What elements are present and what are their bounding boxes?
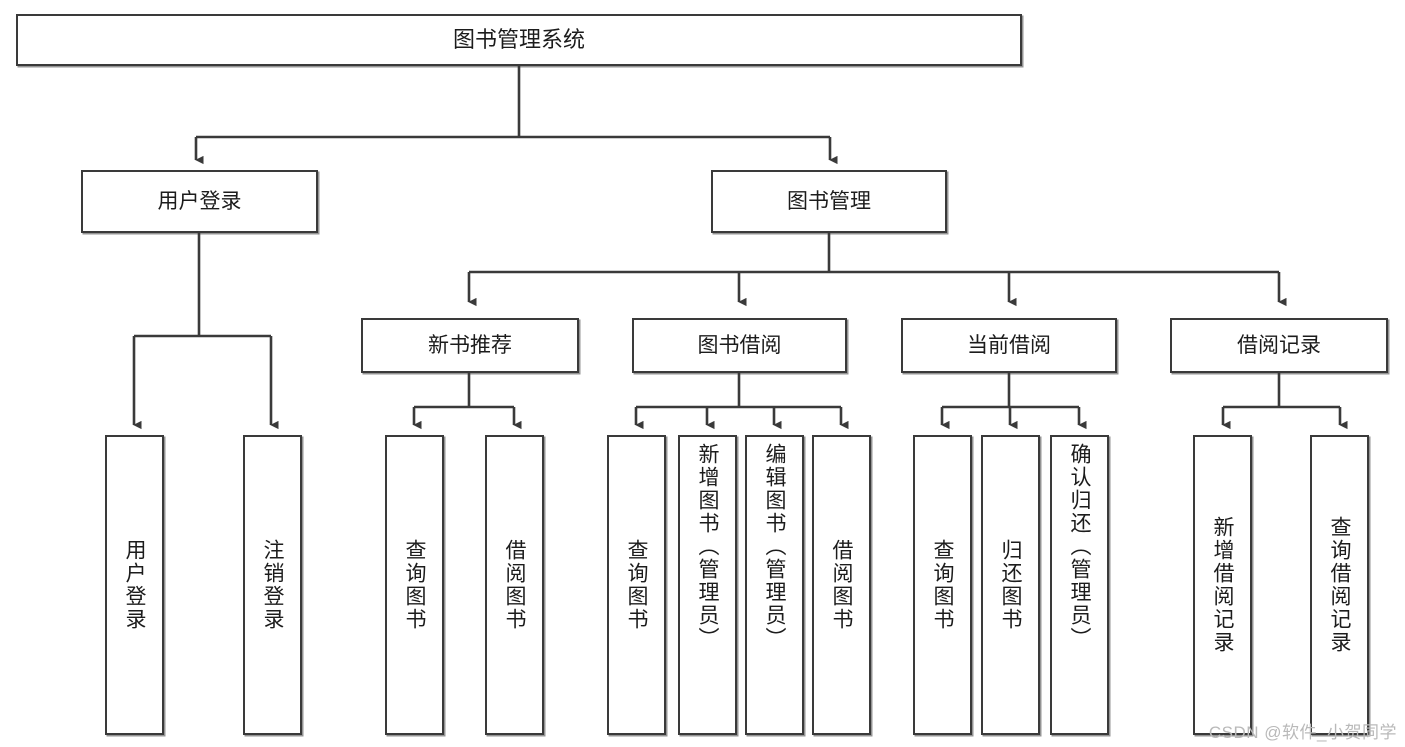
node-label: 用户登录 <box>157 189 242 213</box>
node-label: 查询图书 <box>625 539 649 631</box>
node-leaf-user-login[interactable]: 用户登录 <box>105 435 164 735</box>
node-label: 归还图书 <box>999 539 1023 631</box>
node-leaf-query-record[interactable]: 查询借阅记录 <box>1310 435 1369 735</box>
node-label: 用户登录 <box>123 539 147 631</box>
node-label: 注销登录 <box>261 539 285 631</box>
node-label: 借阅记录 <box>1237 333 1321 357</box>
node-leaf-logout-login[interactable]: 注销登录 <box>243 435 302 735</box>
node-leaf-add-book[interactable]: 新增图书（管理员） <box>678 435 737 735</box>
node-leaf-borrow-book-1[interactable]: 借阅图书 <box>485 435 544 735</box>
node-label: 新书推荐 <box>428 333 512 357</box>
node-leaf-borrow-book-2[interactable]: 借阅图书 <box>812 435 871 735</box>
node-new-book-recommend[interactable]: 新书推荐 <box>361 318 579 373</box>
node-borrow-record[interactable]: 借阅记录 <box>1170 318 1388 373</box>
node-label: 图书管理系统 <box>452 26 585 52</box>
node-label: 借阅图书 <box>830 539 854 631</box>
node-leaf-query-book-3[interactable]: 查询图书 <box>913 435 972 735</box>
node-label: 新增图书（管理员） <box>696 443 720 650</box>
node-current-borrow[interactable]: 当前借阅 <box>901 318 1117 373</box>
node-root-system[interactable]: 图书管理系统 <box>16 14 1022 66</box>
node-leaf-add-record[interactable]: 新增借阅记录 <box>1193 435 1252 735</box>
node-leaf-confirm-return[interactable]: 确认归还（管理员） <box>1050 435 1109 735</box>
node-label: 图书管理 <box>787 189 871 213</box>
node-label: 编辑图书（管理员） <box>763 443 787 650</box>
node-label: 查询借阅记录 <box>1328 516 1352 654</box>
node-label: 当前借阅 <box>967 333 1051 357</box>
node-label: 图书借阅 <box>697 333 782 357</box>
node-leaf-return-book[interactable]: 归还图书 <box>981 435 1040 735</box>
node-book-borrow[interactable]: 图书借阅 <box>632 318 847 373</box>
node-label: 查询图书 <box>931 539 955 631</box>
node-label: 确认归还（管理员） <box>1068 443 1092 650</box>
node-label: 借阅图书 <box>503 539 527 631</box>
node-leaf-query-book-1[interactable]: 查询图书 <box>385 435 444 735</box>
node-label: 查询图书 <box>403 539 427 631</box>
node-user-login[interactable]: 用户登录 <box>81 170 318 233</box>
node-label: 新增借阅记录 <box>1211 516 1235 654</box>
node-leaf-edit-book[interactable]: 编辑图书（管理员） <box>745 435 804 735</box>
node-book-manage[interactable]: 图书管理 <box>711 170 947 233</box>
node-leaf-query-book-2[interactable]: 查询图书 <box>607 435 666 735</box>
